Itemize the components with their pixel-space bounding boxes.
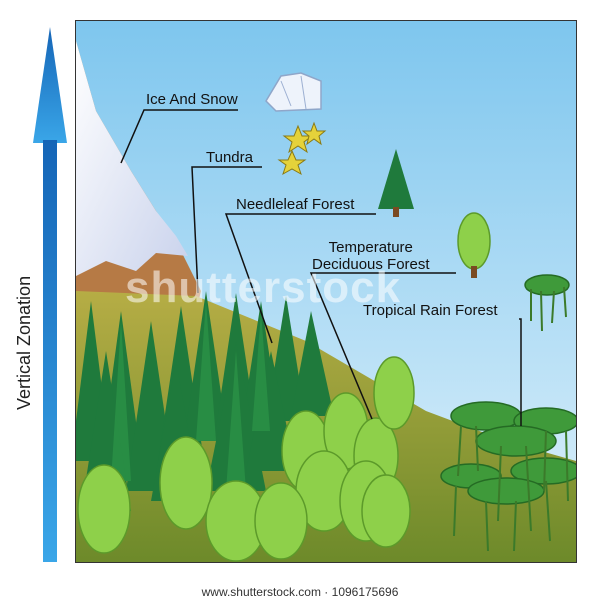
label-line1: Temperature <box>328 239 413 256</box>
label-needleleaf-forest: Needleleaf Forest <box>236 196 355 213</box>
deciduous-forest <box>77 356 415 562</box>
rainforest-vines <box>453 425 569 552</box>
leader-lines <box>120 109 522 426</box>
conifer-highlights <box>111 301 270 491</box>
label-ice-and-snow: Ice And Snow <box>146 91 238 108</box>
arrow-head <box>33 27 67 143</box>
label-tundra: Tundra <box>206 149 253 166</box>
label-line2: Deciduous Forest <box>312 256 430 273</box>
scene-illustration <box>76 21 576 562</box>
label-temperature-deciduous-forest: Temperature Deciduous Forest <box>312 239 430 273</box>
ice-icon <box>265 72 322 112</box>
needleleaf-icon <box>378 149 414 217</box>
axis-label: Vertical Zonation <box>14 275 34 410</box>
tundra-icon <box>277 121 327 176</box>
zonation-scene: Ice And Snow Tundra Needleleaf Forest Te… <box>75 20 577 563</box>
arrow-shaft <box>43 140 57 562</box>
deciduous-icon <box>457 212 491 278</box>
rainforest-icon <box>524 274 570 332</box>
mountain-snow <box>76 41 188 276</box>
footer-credit: www.shutterstock.com · 1096175696 <box>201 585 399 599</box>
label-tropical-rain-forest: Tropical Rain Forest <box>363 302 498 319</box>
